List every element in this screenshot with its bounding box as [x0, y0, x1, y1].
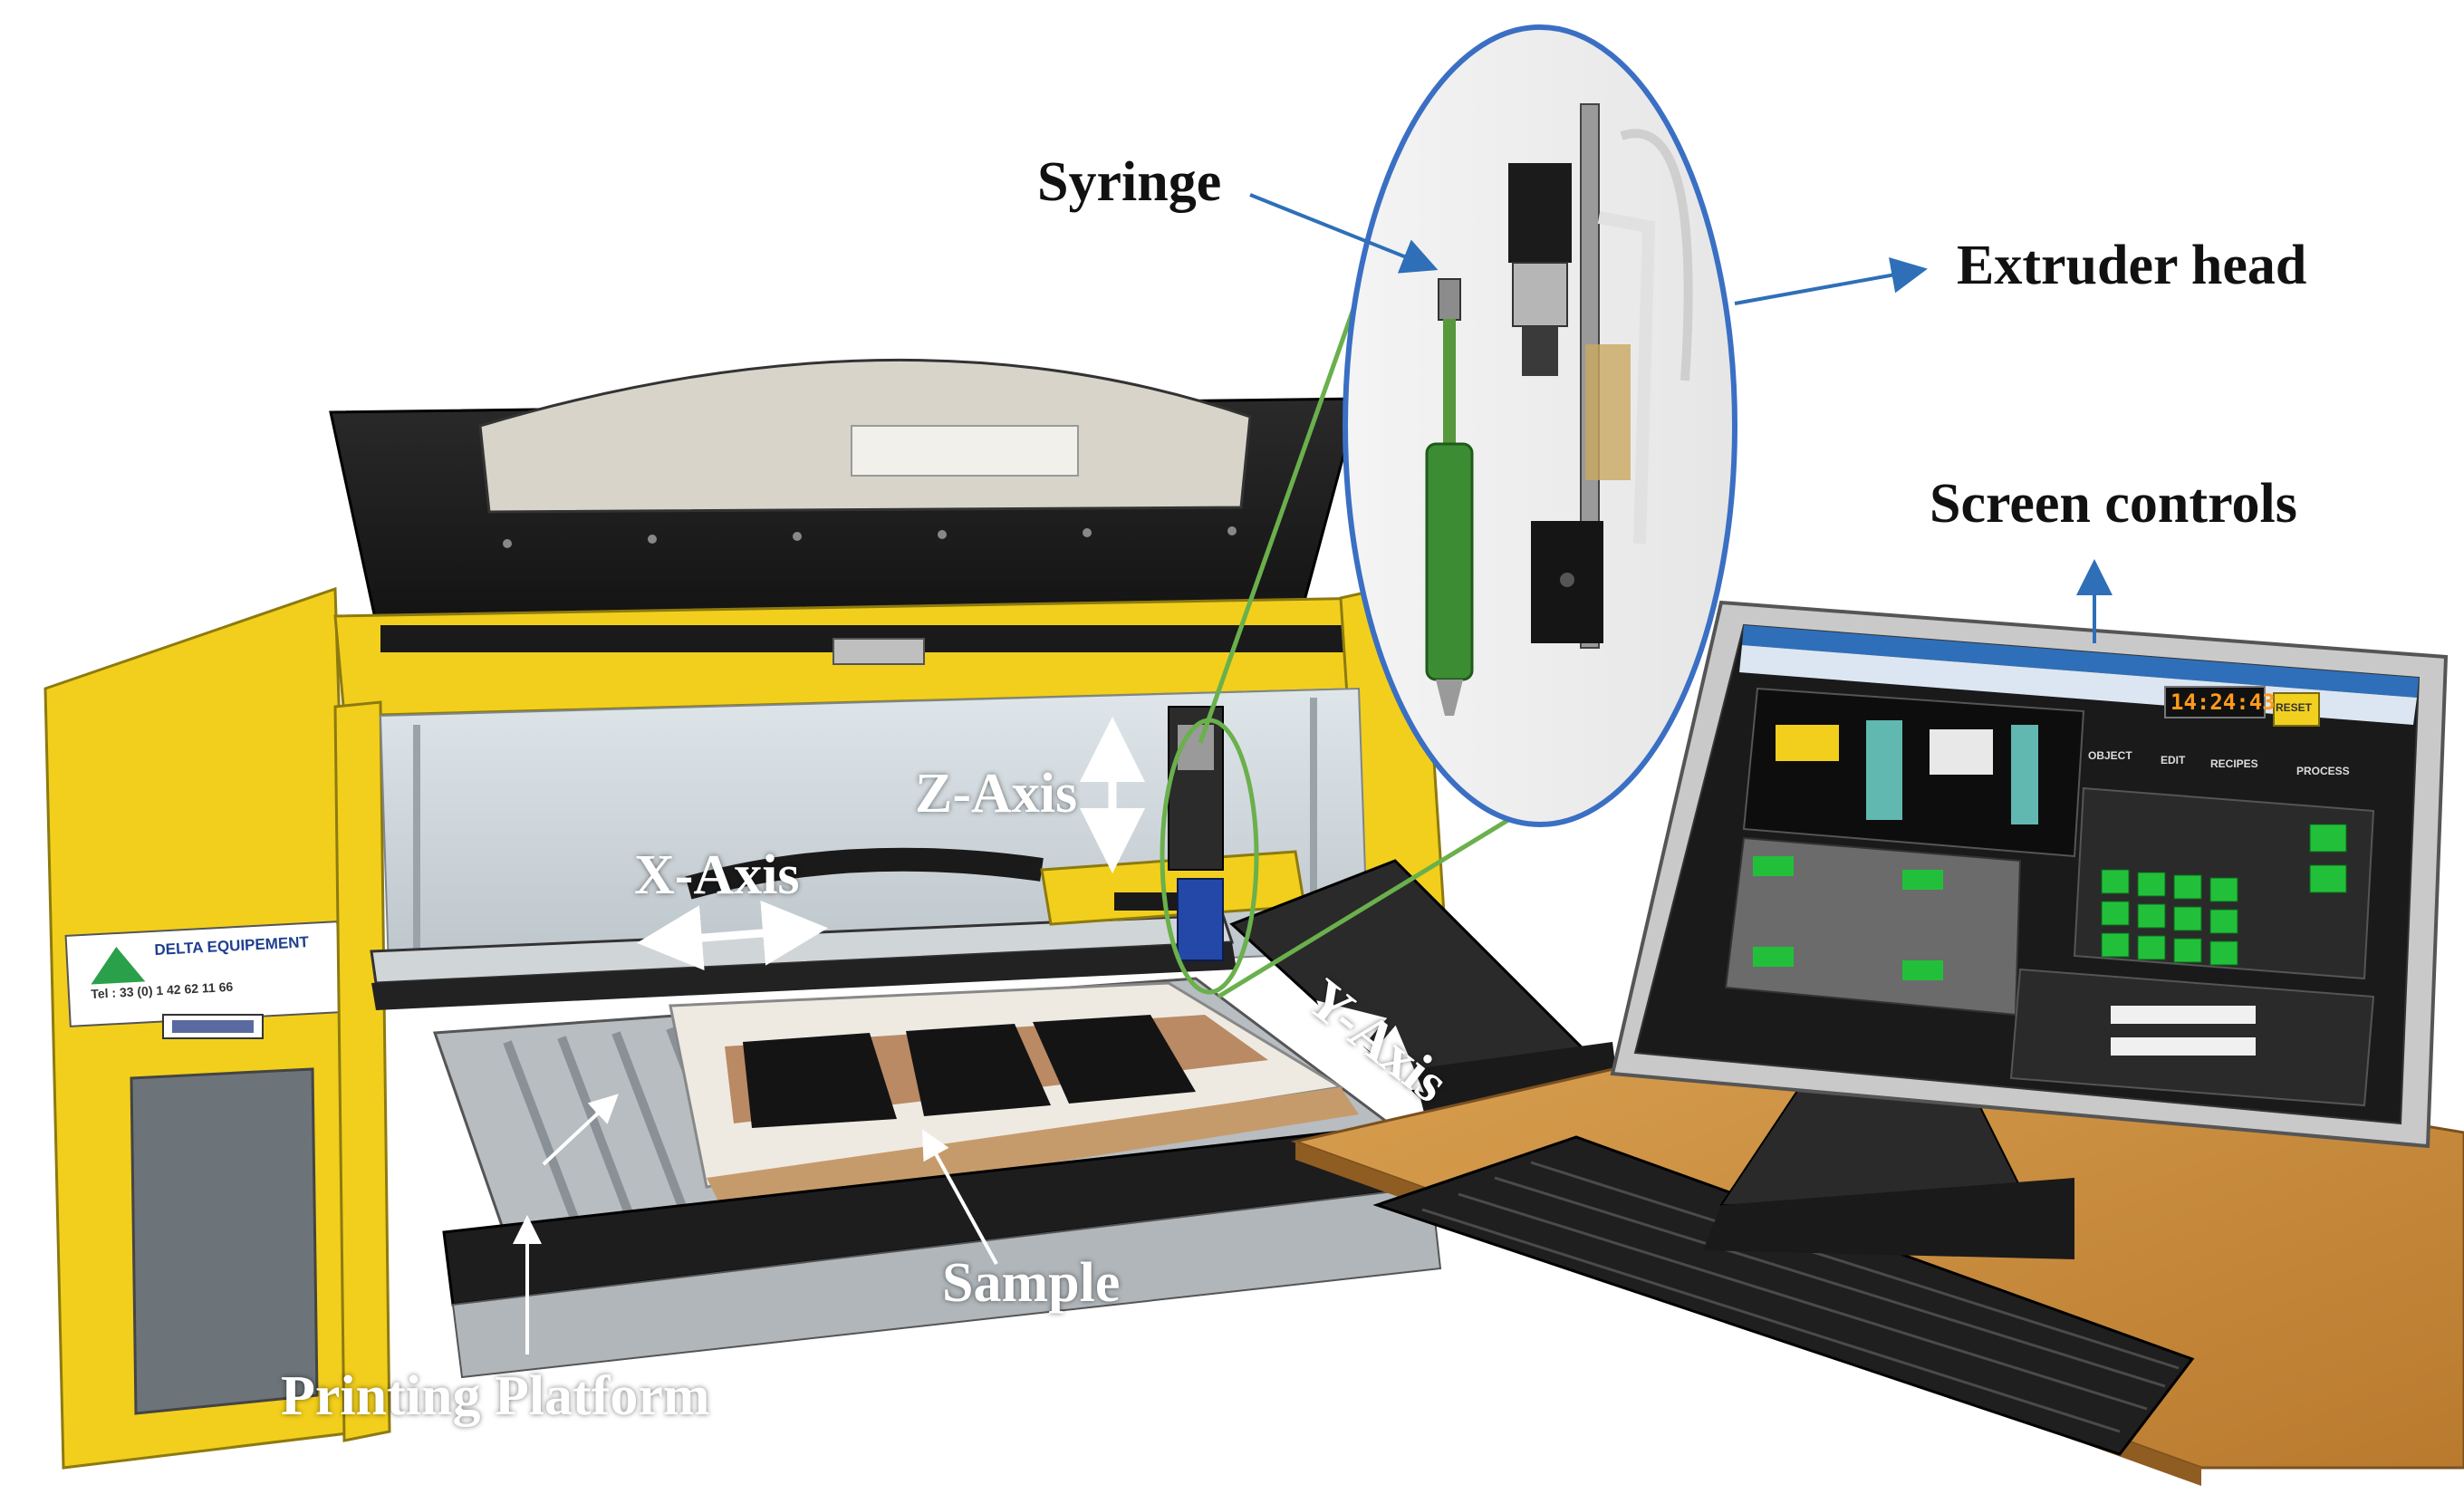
z-axis-label: Z-Axis: [915, 763, 1078, 824]
screen-controls-label: Screen controls: [1930, 473, 2297, 535]
sample-pad-3: [1033, 1015, 1196, 1104]
extruder-head-label: Extruder head: [1957, 235, 2307, 296]
syringe-label: Syringe: [1037, 151, 1222, 213]
screen-reset-box: [2273, 692, 2320, 727]
badge-brand-line1: DELTA: [153, 939, 204, 959]
sample-pad-2: [906, 1024, 1051, 1116]
platform-arrow-diag: [542, 1094, 619, 1166]
x-axis-arrow: [637, 900, 828, 971]
screen-edit-button: EDIT: [2161, 754, 2186, 766]
screen-recipes-button: RECIPES: [2210, 757, 2258, 770]
screen-reset-button: RESET: [2276, 701, 2313, 714]
screen-process-button: PROCESS: [2296, 765, 2350, 777]
frame-left-post: [333, 700, 391, 1442]
zoom-line-upper: [1198, 280, 1366, 744]
zoom-ellipse: [1343, 24, 1737, 827]
printer-left-window: [130, 1067, 319, 1415]
nozzle-highlight-ellipse: [1160, 718, 1259, 995]
zoom-line-lower: [1217, 817, 1510, 999]
printing-platform-label: Printing Platform: [281, 1365, 710, 1427]
extruder-head-arrow: [1734, 257, 1928, 305]
sample-arrow: [922, 1129, 998, 1265]
sample-pad-1: [743, 1033, 897, 1128]
syringe-arrow: [1249, 193, 1439, 274]
screen-clock: 14:24:43: [2170, 689, 2276, 715]
screen-clock-box: [2164, 686, 2266, 718]
y-axis-arrow: [1316, 1000, 1424, 1093]
screen-object-button: OBJECT: [2088, 749, 2132, 762]
syringe-barrel: [1425, 442, 1474, 681]
x-axis-label: X-Axis: [634, 844, 800, 906]
sample-label: Sample: [942, 1252, 1121, 1314]
delta-logo-icon: [91, 947, 146, 985]
frame-handle: [833, 638, 925, 665]
extruder-motor: [1508, 163, 1572, 263]
